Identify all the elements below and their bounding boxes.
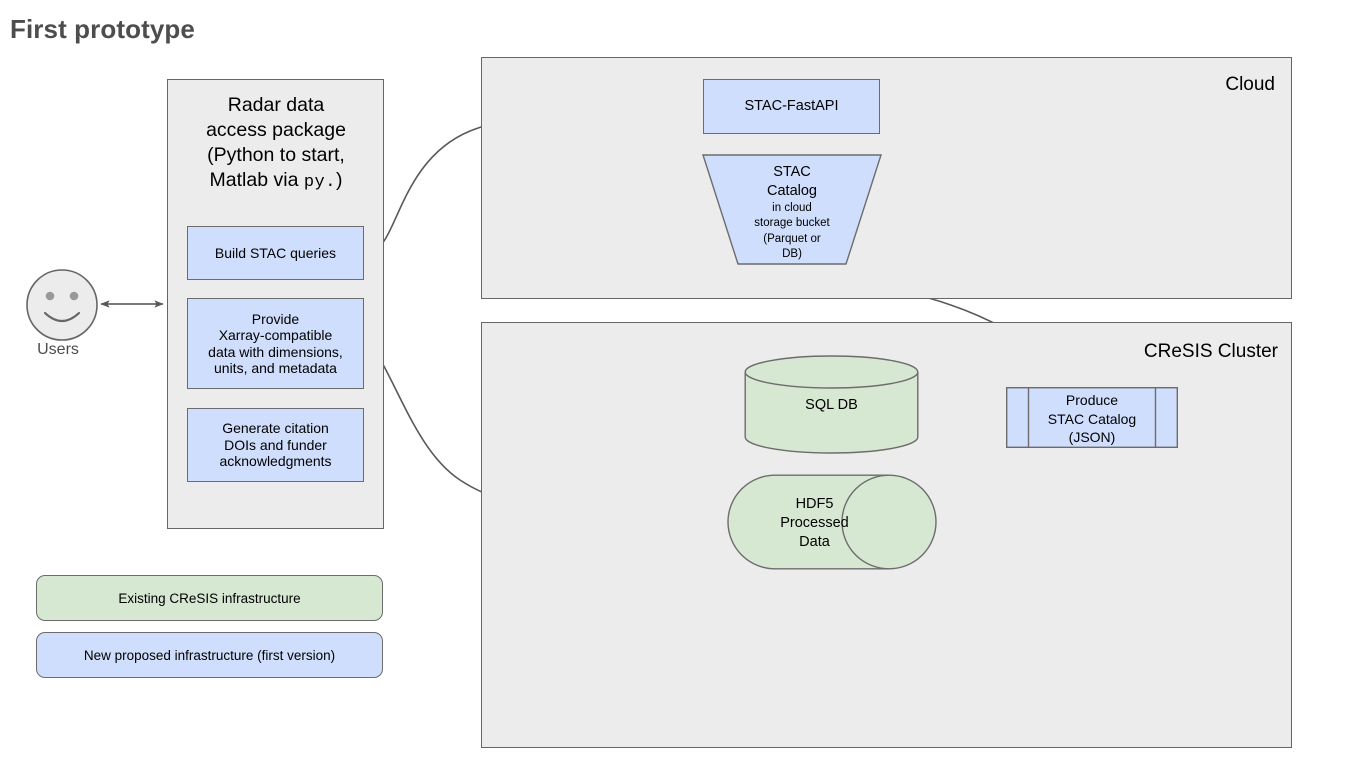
hdf5-line1: HDF5 bbox=[795, 496, 834, 512]
stac-catalog-sub4: DB) bbox=[782, 248, 802, 261]
pkg-title-line4-mono: py. bbox=[303, 172, 336, 192]
smiley-eye-right-icon bbox=[69, 291, 79, 301]
stac-fastapi-box[interactable]: STAC-FastAPI bbox=[703, 79, 880, 134]
process-body-icon bbox=[1005, 386, 1179, 448]
produce-stac-catalog-shape[interactable] bbox=[1005, 386, 1179, 448]
provide-line3: data with dimensions, bbox=[208, 343, 343, 360]
produce-line2: STAC Catalog bbox=[1047, 410, 1137, 427]
hdf5-processed-data-shape[interactable] bbox=[727, 474, 937, 570]
produce-line1: Produce bbox=[1065, 392, 1119, 408]
hdf5-line3: Data bbox=[799, 534, 830, 551]
citation-line2: DOIs and funder bbox=[224, 436, 327, 453]
legend-new-infrastructure-label: New proposed infrastructure (first versi… bbox=[83, 647, 336, 663]
stac-catalog-sub1: in cloud bbox=[772, 202, 812, 214]
build-stac-queries-label: Build STAC queries bbox=[214, 244, 337, 261]
legend-existing-infrastructure-label: Existing CReSIS infrastructure bbox=[118, 590, 301, 606]
sql-db-shape[interactable] bbox=[744, 355, 919, 454]
generate-citation-dois-box[interactable]: Generate citation DOIs and funder acknow… bbox=[187, 408, 364, 482]
stac-catalog-sublabel: in cloud storage bucket (Parquet or DB) bbox=[702, 201, 882, 263]
page-title: First prototype bbox=[10, 14, 195, 44]
pkg-title-line2: access package bbox=[206, 118, 346, 141]
pkg-title-line4-prefix: Matlab via bbox=[209, 168, 304, 191]
provide-line1: Provide bbox=[251, 310, 300, 327]
hdf5-line2: Processed bbox=[780, 515, 849, 532]
generate-citation-dois-label: Generate citation DOIs and funder acknow… bbox=[219, 420, 331, 469]
provide-xarray-data-label: Provide Xarray-compatible data with dime… bbox=[208, 311, 343, 377]
pkg-title-line4-suffix: ) bbox=[335, 168, 343, 191]
cylinder-vertical-top-icon bbox=[744, 371, 919, 389]
stac-fastapi-label: STAC-FastAPI bbox=[744, 98, 839, 115]
provide-line2: Xarray-compatible bbox=[218, 327, 333, 344]
stac-catalog-sub3: (Parquet or bbox=[763, 232, 821, 245]
stac-catalog-shape[interactable] bbox=[702, 154, 882, 266]
cylinder-horizontal-cap-icon bbox=[841, 474, 890, 570]
cloud-container bbox=[481, 57, 1292, 299]
produce-line3: (JSON) bbox=[1068, 429, 1116, 446]
hdf5-processed-data-label: HDF5 Processed Data bbox=[727, 495, 902, 552]
users-label: Users bbox=[37, 341, 79, 358]
smiley-mouth-icon bbox=[43, 311, 81, 323]
legend-existing-infrastructure: Existing CReSIS infrastructure bbox=[36, 575, 383, 621]
citation-line3: acknowledgments bbox=[219, 453, 332, 470]
cresis-cluster-container-label: CReSIS Cluster bbox=[1143, 341, 1278, 362]
smiley-face-icon bbox=[26, 269, 98, 341]
pkg-title-line1: Radar data bbox=[227, 94, 325, 116]
produce-stac-catalog-label: Produce STAC Catalog (JSON) bbox=[1006, 391, 1178, 447]
stac-catalog-line2: Catalog bbox=[767, 182, 817, 199]
cloud-container-label: Cloud bbox=[1225, 74, 1275, 95]
build-stac-queries-box[interactable]: Build STAC queries bbox=[187, 226, 364, 280]
legend-new-infrastructure: New proposed infrastructure (first versi… bbox=[36, 632, 383, 678]
trapezoid-icon bbox=[702, 154, 882, 265]
stac-catalog-label: STAC Catalog bbox=[702, 163, 882, 201]
provide-line4: units, and metadata bbox=[214, 359, 337, 376]
pkg-title-line3: (Python to start, bbox=[207, 143, 345, 166]
stac-catalog-sub2: storage bucket bbox=[754, 217, 830, 230]
citation-line1: Generate citation bbox=[222, 420, 329, 437]
stac-catalog-line1: STAC bbox=[773, 164, 811, 180]
smiley-eye-left-icon bbox=[45, 291, 55, 301]
cylinder-vertical-icon bbox=[744, 355, 919, 454]
sql-db-label: SQL DB bbox=[805, 397, 858, 413]
provide-xarray-data-box[interactable]: Provide Xarray-compatible data with dime… bbox=[187, 298, 364, 389]
radar-data-access-package-title: Radar data access package (Python to sta… bbox=[170, 93, 382, 194]
users-actor[interactable] bbox=[24, 267, 100, 343]
